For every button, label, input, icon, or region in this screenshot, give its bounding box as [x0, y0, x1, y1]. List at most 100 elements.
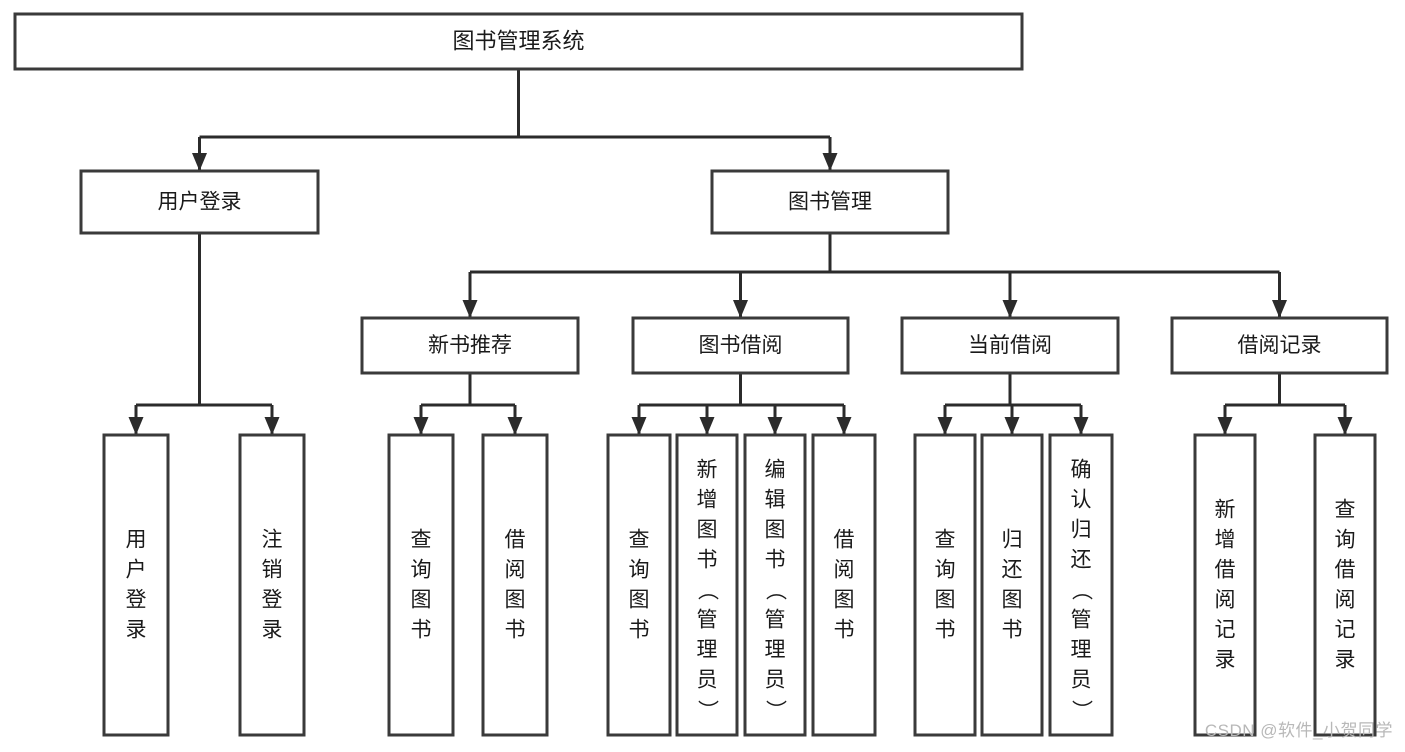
- svg-text:员: 员: [697, 669, 718, 692]
- connector-arrow-userlogin-0: [128, 417, 144, 435]
- svg-text:编: 编: [765, 459, 786, 482]
- svg-text:增: 增: [697, 489, 718, 512]
- connector-arrow-borrowrecord-0: [1217, 417, 1233, 435]
- node-box-leaf-confirm-return: [1048, 433, 1114, 737]
- node-new-book-recommend[interactable]: 新书推荐: [360, 316, 580, 375]
- node-label-leaf-user-login: 用户登录: [126, 529, 147, 642]
- svg-text:确: 确: [1071, 459, 1092, 482]
- svg-text:图: 图: [697, 519, 718, 542]
- svg-text:录: 录: [1335, 649, 1356, 672]
- svg-text:书: 书: [834, 619, 855, 642]
- connector-arrow-currentborrow-0: [937, 417, 953, 435]
- node-current-borrow[interactable]: 当前借阅: [900, 316, 1120, 375]
- svg-text:理: 理: [765, 639, 786, 662]
- svg-text:用: 用: [126, 529, 147, 552]
- svg-text:查: 查: [629, 529, 650, 552]
- svg-text:管: 管: [765, 609, 786, 632]
- node-box-leaf-add-record: [1193, 433, 1257, 737]
- node-box-leaf-query-book-1: [387, 433, 455, 737]
- connector-arrow-currentborrow-1: [1004, 417, 1020, 435]
- svg-text:书: 书: [505, 619, 526, 642]
- svg-text:图: 图: [411, 589, 432, 612]
- svg-text:图: 图: [765, 519, 786, 542]
- node-label-current-borrow: 当前借阅: [968, 334, 1052, 357]
- svg-text:（: （: [696, 580, 719, 601]
- svg-text:销: 销: [262, 559, 283, 582]
- node-box-book-manage: [710, 169, 950, 235]
- node-box-new-book-recommend: [360, 316, 580, 375]
- node-user-login[interactable]: 用户登录: [79, 169, 320, 235]
- svg-text:借: 借: [505, 529, 526, 552]
- svg-text:辑: 辑: [765, 489, 786, 512]
- node-leaf-user-login[interactable]: 用户登录: [102, 433, 170, 737]
- boxes-layer: 图书管理系统用户登录 图书管理新书推荐图书借阅 当前借阅 借阅记录: [13, 12, 1389, 375]
- svg-text:录: 录: [262, 619, 283, 642]
- node-label-root: 图书管理系统: [452, 28, 584, 53]
- svg-text:记: 记: [1335, 619, 1356, 642]
- svg-text:记: 记: [1215, 619, 1236, 642]
- svg-text:归: 归: [1071, 519, 1092, 542]
- connector-arrow-bookmanage-0: [462, 300, 478, 318]
- connector-arrow-bookborrow-1: [699, 417, 715, 435]
- node-book-manage[interactable]: 图书管理: [710, 169, 950, 235]
- svg-text:录: 录: [1215, 649, 1236, 672]
- svg-text:借: 借: [1215, 559, 1236, 582]
- svg-text:图: 图: [1002, 589, 1023, 612]
- node-box-leaf-query-book-3: [913, 433, 977, 737]
- svg-text:书: 书: [697, 549, 718, 572]
- svg-text:阅: 阅: [1215, 589, 1236, 612]
- node-box-leaf-user-login: [102, 433, 170, 737]
- svg-text:阅: 阅: [505, 559, 526, 582]
- svg-text:录: 录: [126, 619, 147, 642]
- connector-arrow-root-0: [192, 153, 207, 171]
- svg-text:询: 询: [411, 559, 432, 582]
- svg-text:员: 员: [765, 669, 786, 692]
- svg-text:管: 管: [697, 609, 718, 632]
- connector-arrow-currentborrow-2: [1073, 417, 1089, 435]
- node-box-leaf-borrow-book-2: [811, 433, 877, 737]
- svg-text:新: 新: [1215, 499, 1236, 522]
- node-root[interactable]: 图书管理系统: [13, 12, 1024, 71]
- svg-text:图: 图: [935, 589, 956, 612]
- node-box-leaf-return-book: [980, 433, 1044, 737]
- node-box-borrow-record: [1170, 316, 1389, 375]
- node-book-borrow[interactable]: 图书借阅: [631, 316, 850, 375]
- connector-arrow-bookborrow-0: [631, 417, 647, 435]
- connector-arrow-bookborrow-3: [836, 417, 852, 435]
- connector-arrow-borrowrecord-1: [1337, 417, 1353, 435]
- svg-text:询: 询: [1335, 529, 1356, 552]
- svg-text:书: 书: [765, 549, 786, 572]
- svg-text:借: 借: [834, 529, 855, 552]
- svg-text:）: ）: [696, 700, 719, 721]
- node-box-leaf-borrow-book-1: [481, 433, 549, 737]
- svg-text:理: 理: [697, 639, 718, 662]
- node-label-user-login: 用户登录: [158, 191, 242, 214]
- svg-text:登: 登: [262, 589, 283, 612]
- node-box-leaf-query-book-2: [606, 433, 672, 737]
- connector-arrow-newbook-1: [507, 417, 523, 435]
- svg-text:借: 借: [1335, 559, 1356, 582]
- node-borrow-record[interactable]: 借阅记录: [1170, 316, 1389, 375]
- svg-text:（: （: [1070, 580, 1093, 601]
- connector-arrow-bookmanage-2: [1002, 300, 1018, 318]
